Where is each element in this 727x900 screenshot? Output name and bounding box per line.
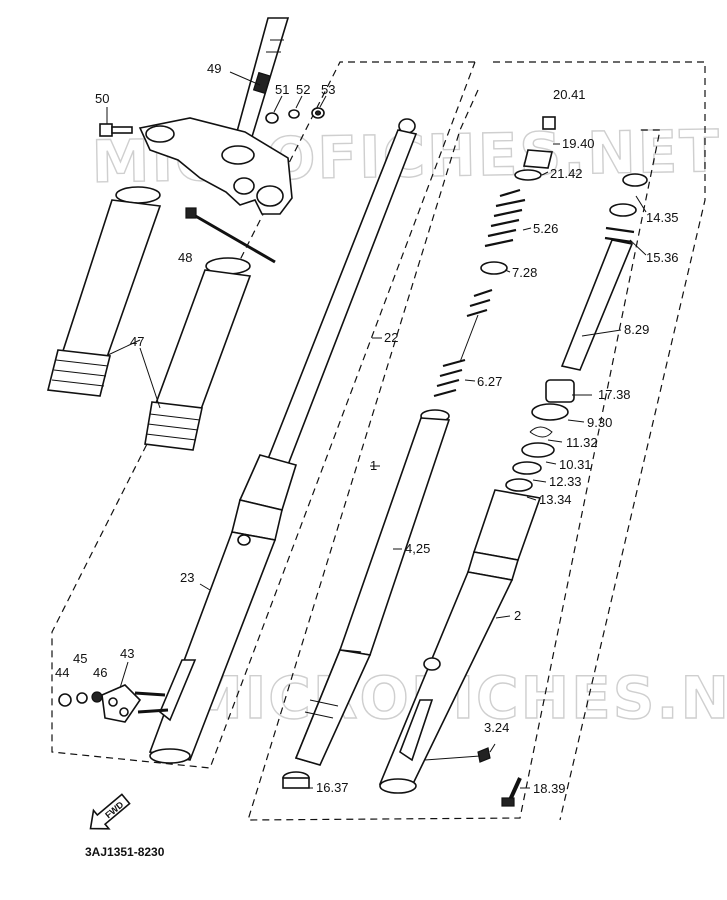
label-47: 47: [130, 334, 144, 349]
label-21-42: 21.42: [550, 166, 583, 181]
label-12-33: 12.33: [549, 474, 582, 489]
fork-boot-right: [144, 257, 252, 451]
label-23: 23: [180, 570, 194, 585]
label-19-40: 19.40: [562, 136, 595, 151]
drain-screw-3-24: [477, 747, 491, 763]
fork-spring-lower: [433, 288, 493, 398]
group-outline-left: [51, 61, 476, 769]
slide-bush-17-38: [545, 379, 575, 403]
triple-clamp: [138, 117, 293, 215]
label-17-38: 17.38: [598, 387, 631, 402]
label-1: 1: [370, 458, 377, 473]
seal-stack-9-13: [505, 403, 569, 492]
label-14-35: 14.35: [646, 210, 679, 225]
washers-44-46: [58, 691, 103, 707]
label-2: 2: [514, 608, 521, 623]
label-18-39: 18.39: [533, 781, 566, 796]
fork-boot-left: [47, 186, 162, 397]
label-15-36: 15.36: [646, 250, 679, 265]
label-9-30: 9.30: [587, 415, 612, 430]
seal-14-35: [622, 173, 648, 187]
group-outline-right: [493, 61, 706, 821]
fork-spring-upper: [484, 188, 526, 248]
caliper-bracket-43: [101, 684, 142, 723]
label-4-25: 4,25: [405, 541, 430, 556]
cable-tie: [185, 207, 276, 264]
axle-bolts: [134, 691, 169, 714]
outer-tube-2: [378, 489, 542, 794]
label-46: 46: [93, 665, 107, 680]
cap-bolt-19-40: [514, 116, 556, 181]
label-51: 51: [275, 82, 289, 97]
damper-rod-4-25: [294, 409, 451, 766]
label-50: 50: [95, 91, 109, 106]
diagram-code: 3AJ1351-8230: [85, 845, 165, 859]
label-53: 53: [321, 82, 335, 97]
label-43: 43: [120, 646, 134, 661]
label-20-41: 20.41: [553, 87, 586, 102]
label-11-32: 11.32: [566, 435, 598, 450]
label-7-28: 7.28: [512, 265, 537, 280]
spacer-7-28: [480, 261, 508, 275]
label-10-31: 10.31: [559, 457, 592, 472]
label-8-29: 8.29: [624, 322, 649, 337]
label-5-26: 5.26: [533, 221, 558, 236]
label-45: 45: [73, 651, 87, 666]
outer-tube-23: [148, 454, 298, 764]
label-22: 22: [384, 330, 398, 345]
label-13-34: 13.34: [539, 492, 572, 507]
leader-lines: [106, 71, 647, 789]
group-outline-middle: [247, 89, 661, 821]
inner-tube-8-29: [560, 203, 637, 371]
label-44: 44: [55, 665, 69, 680]
label-6-27: 6.27: [477, 374, 502, 389]
clamp-bolt-50: [99, 123, 133, 137]
label-3-24: 3.24: [484, 720, 509, 735]
label-52: 52: [296, 82, 310, 97]
bolt-18-39: [501, 777, 522, 807]
label-49: 49: [207, 61, 221, 76]
spacer-16-37: [282, 771, 310, 789]
label-48: 48: [178, 250, 192, 265]
forward-arrow-icon: FWD: [89, 793, 131, 830]
small-parts-51-53: [265, 107, 325, 124]
part-labels: 49 50 51 52 53 48 47 22 23 43 44 45 46 1…: [55, 61, 679, 796]
label-16-37: 16.37: [316, 780, 349, 795]
